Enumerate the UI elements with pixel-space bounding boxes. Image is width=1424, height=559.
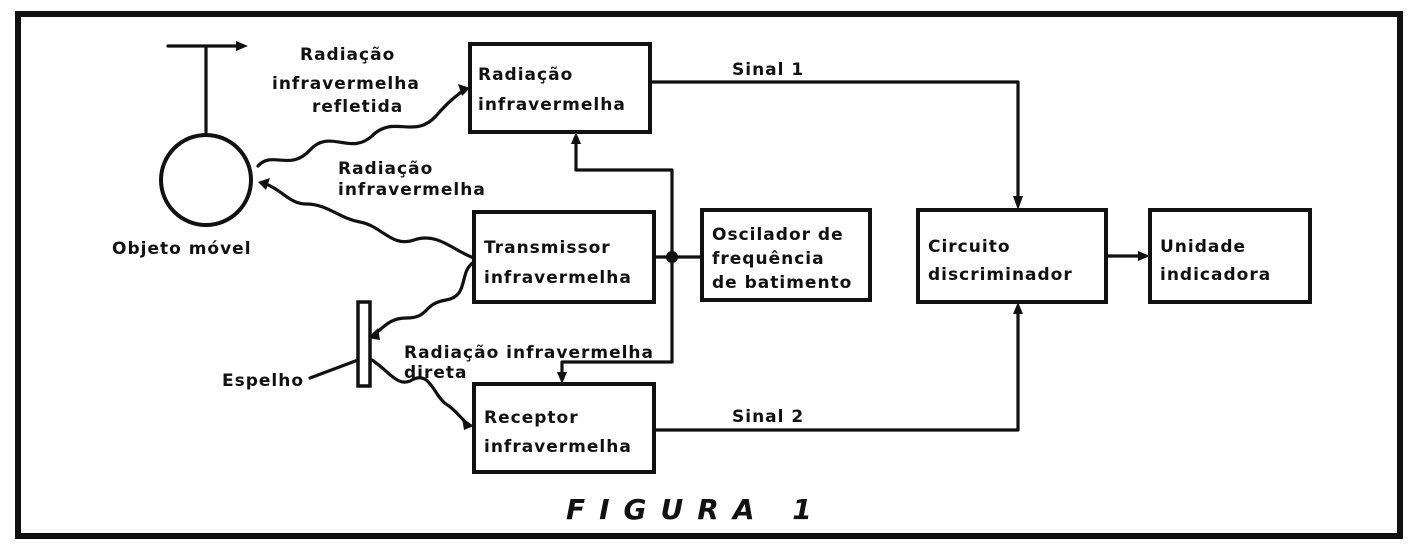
object-label: Objeto móvel (112, 239, 252, 259)
mirror-label: Espelho (222, 371, 304, 391)
mirror-radiation-wave (368, 260, 476, 340)
discriminator-block: Circuito discriminador (916, 208, 1108, 304)
svg-text:Radiação infravermelha: Radiação infravermelha (404, 343, 654, 363)
emitted-radiation-label: Radiação infravermelha (338, 159, 486, 200)
svg-text:infravermelha: infravermelha (484, 268, 632, 288)
reflected-radiation-block: Radiação infravermelha (468, 42, 652, 134)
receiver-block: Receptor infravermelha (472, 382, 656, 474)
svg-text:frequência: frequência (712, 249, 825, 269)
mirror (308, 300, 372, 388)
svg-text:indicadora: indicadora (1160, 265, 1271, 285)
svg-text:Radiação: Radiação (478, 65, 573, 85)
svg-text:Circuito: Circuito (928, 237, 1011, 257)
discriminator-to-indicator-arrow (1104, 251, 1150, 261)
signal-2-line (652, 302, 1023, 432)
emitted-radiation-wave (258, 178, 476, 260)
svg-text:direta: direta (404, 363, 468, 383)
svg-text:Receptor: Receptor (484, 408, 579, 428)
diagram-frame (15, 11, 1403, 539)
svg-text:Unidade: Unidade (1160, 237, 1246, 257)
signal-1-label: Sinal 1 (732, 60, 804, 80)
svg-text:de batimento: de batimento (712, 273, 852, 293)
svg-text:infravermelha: infravermelha (338, 180, 486, 200)
moving-object (159, 41, 253, 227)
svg-text:Transmissor: Transmissor (484, 238, 611, 258)
svg-text:Radiação: Radiação (338, 159, 433, 179)
svg-text:infravermelha: infravermelha (272, 74, 420, 94)
figure-caption: FIGURA 1 (566, 493, 826, 526)
svg-text:discriminador: discriminador (928, 265, 1073, 285)
direct-radiation-label: Radiação infravermelha direta (404, 343, 654, 383)
transmitter-block: Transmissor infravermelha (472, 210, 656, 304)
direct-radiation-wave (370, 358, 474, 430)
svg-text:refletida: refletida (312, 97, 403, 117)
svg-text:Radiação: Radiação (300, 45, 395, 65)
svg-text:infravermelha: infravermelha (478, 95, 626, 115)
svg-text:Oscilador de: Oscilador de (712, 225, 844, 245)
svg-text:infravermelha: infravermelha (484, 437, 632, 457)
signal-1-line (648, 80, 1023, 210)
indicator-block: Unidade indicadora (1148, 208, 1312, 304)
signal-2-label: Sinal 2 (732, 407, 804, 427)
oscillator-block: Oscilador de frequência de batimento (700, 208, 872, 302)
reflected-radiation-wave (256, 84, 470, 168)
oscillator-feed-lines (557, 132, 704, 384)
reflected-radiation-label: Radiação infravermelha refletida (272, 45, 420, 117)
